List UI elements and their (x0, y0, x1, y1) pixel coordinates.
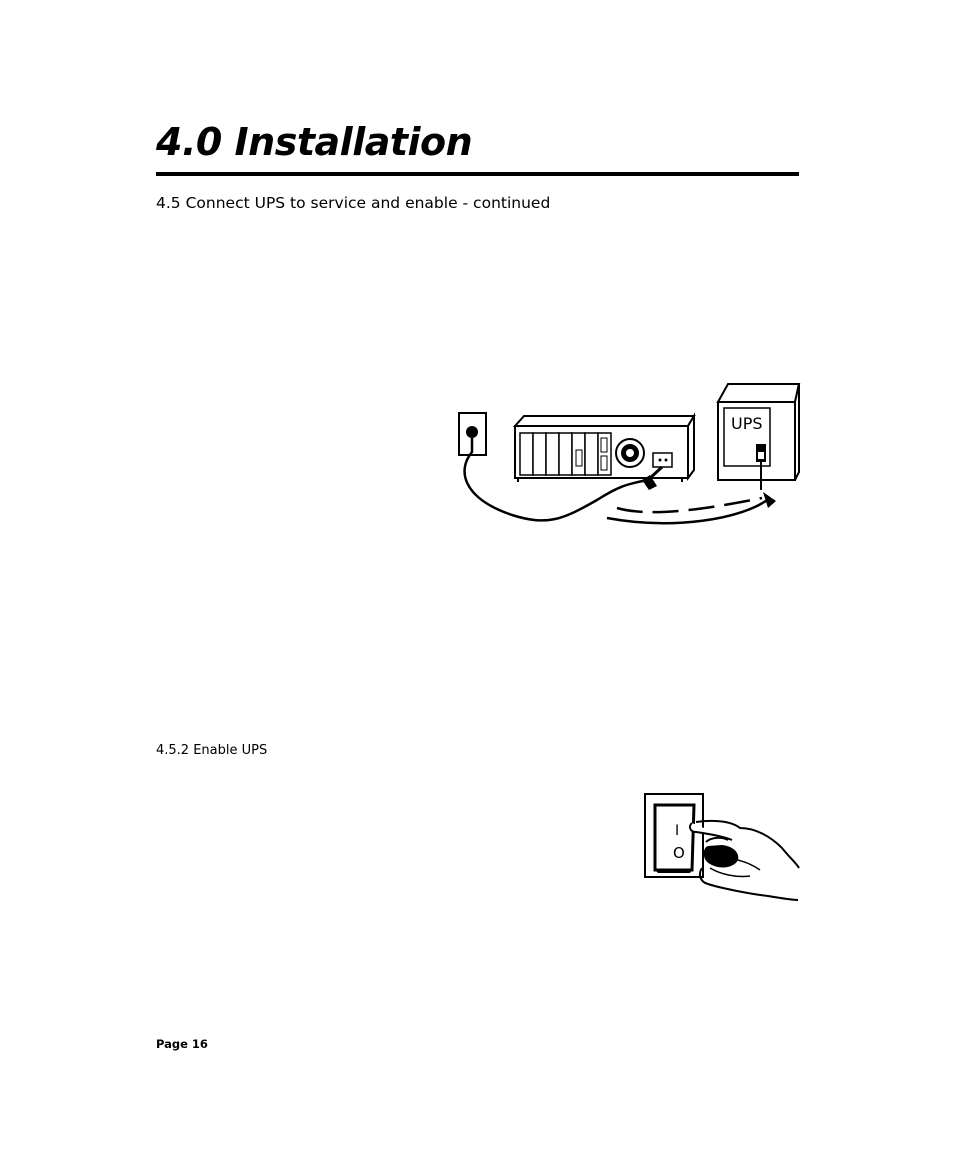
power-cord-icon (463, 438, 776, 525)
page-number: Page 16 (156, 1037, 208, 1051)
switch-off-mark: O (673, 844, 685, 862)
section-heading: 4.5 Connect UPS to service and enable - … (156, 194, 551, 212)
title-rule (156, 172, 799, 176)
page-title: 4.0 Installation (156, 120, 473, 164)
connect-ups-figure: UPS (458, 383, 801, 525)
subsection-heading: 4.5.2 Enable UPS (156, 743, 268, 758)
rocker-switch-icon: I O (644, 793, 704, 878)
ups-label: UPS (731, 414, 763, 433)
enable-switch-figure: I O (644, 793, 800, 901)
computer-icon (512, 412, 696, 482)
ups-unit-icon: UPS (716, 383, 801, 481)
hand-icon (688, 819, 800, 901)
switch-on-mark: I (675, 823, 679, 839)
